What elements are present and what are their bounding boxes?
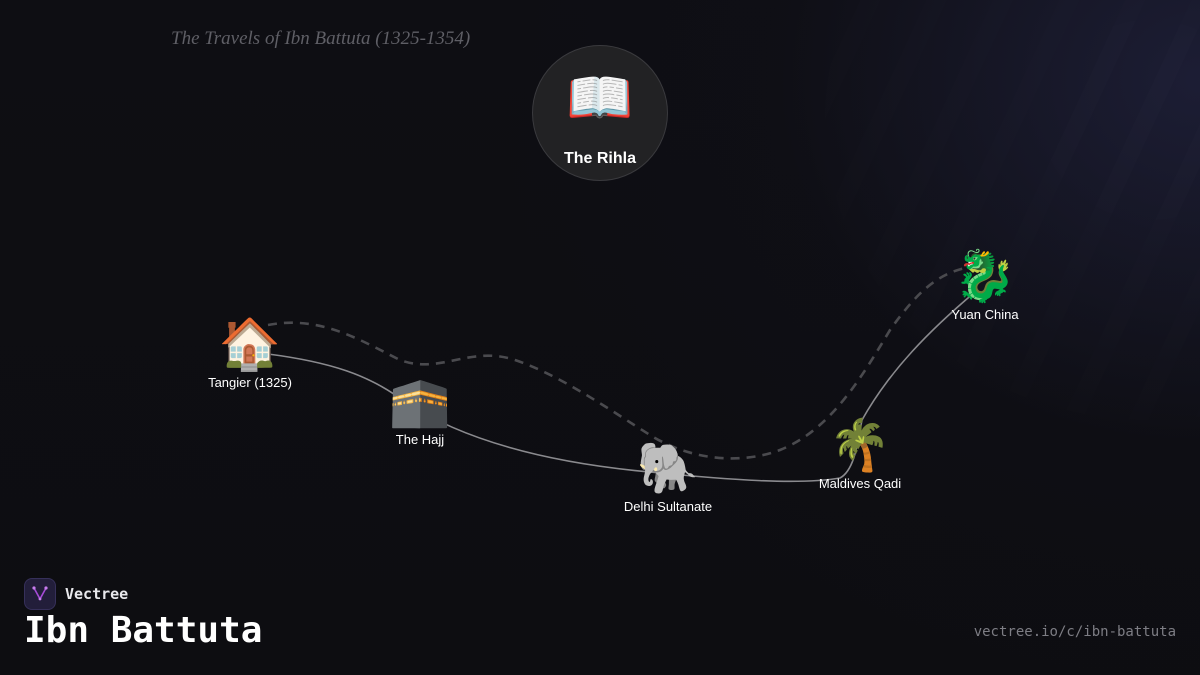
node-label: The Hajj	[395, 432, 445, 447]
center-node-rihla[interactable]: 📖 The Rihla	[532, 45, 668, 181]
node-label: Maldives Qadi	[818, 476, 902, 491]
open-book-icon: 📖	[566, 68, 634, 128]
dashed-journey-path	[267, 266, 966, 460]
node-hajj[interactable]: 🕋 The Hajj	[340, 372, 500, 447]
palm-tree-icon: 🌴	[828, 417, 892, 473]
brand-name: Vectree	[65, 584, 129, 603]
solid-journey-path	[267, 291, 976, 483]
kaaba-icon: 🕋	[388, 373, 452, 429]
node-label: Yuan China	[951, 307, 1019, 322]
diagram-subtitle: The Travels of Ibn Battuta (1325-1354)	[171, 28, 471, 49]
node-china[interactable]: 🐉 Yuan China	[905, 247, 1065, 322]
elephant-icon: 🐘	[636, 440, 700, 496]
node-maldives[interactable]: 🌴 Maldives Qadi	[780, 416, 940, 491]
source-url[interactable]: vectree.io/c/ibn-battuta	[973, 624, 1176, 640]
house-icon: 🏠	[218, 316, 282, 372]
node-label: Delhi Sultanate	[623, 499, 713, 514]
node-label: Tangier (1325)	[208, 375, 292, 390]
page-title: Ibn Battuta	[24, 610, 263, 651]
center-node-label: The Rihla	[563, 150, 636, 167]
vectree-logo-icon	[24, 577, 56, 610]
dragon-icon: 🐉	[953, 248, 1017, 304]
brand[interactable]: Vectree	[24, 577, 128, 610]
node-tangier[interactable]: 🏠 Tangier (1325)	[170, 315, 330, 390]
node-delhi[interactable]: 🐘 Delhi Sultanate	[588, 439, 748, 514]
